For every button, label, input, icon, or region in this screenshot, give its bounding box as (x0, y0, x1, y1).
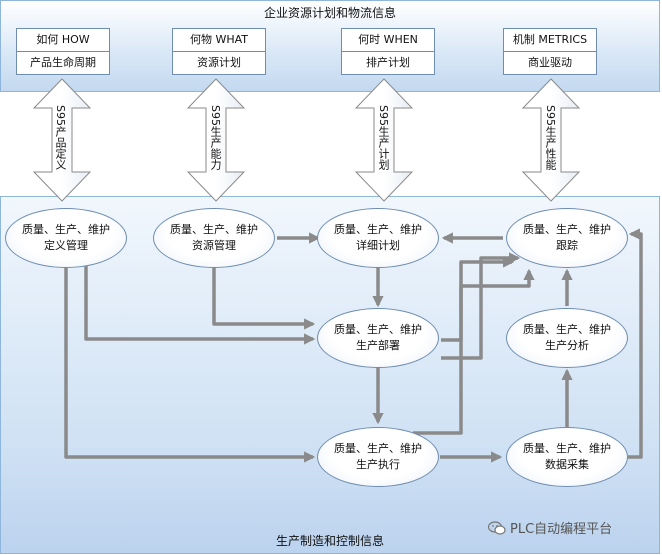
header-how-line2: 产品生命周期 (30, 56, 96, 69)
header-what-line1: 何物 WHAT (173, 29, 265, 52)
header-how-line1: 如何 HOW (17, 29, 109, 52)
node-exec-line1: 质量、生产、维护 (334, 442, 422, 455)
node-plan-line2: 详细计划 (356, 239, 400, 252)
node-deploy-line2: 生产部署 (356, 339, 400, 352)
node-production-dispatch: 质量、生产、维护 生产部署 (317, 308, 439, 368)
header-when-line1: 何时 WHEN (342, 29, 434, 52)
bottom-band-title: 生产制造和控制信息 (275, 534, 384, 548)
node-tracking: 质量、生产、维护 跟踪 (506, 208, 628, 268)
header-what-line2: 资源计划 (197, 56, 241, 69)
connector-definition-to-execution (64, 266, 316, 463)
node-track-line1: 质量、生产、维护 (523, 223, 611, 236)
node-track-line2: 跟踪 (556, 239, 578, 252)
node-resource-management: 质量、生产、维护 资源管理 (153, 208, 275, 268)
header-when-line2: 排产计划 (366, 56, 410, 69)
header-box-how: 如何 HOW 产品生命周期 (16, 28, 110, 75)
node-collect-line2: 数据采集 (545, 458, 589, 471)
header-box-when: 何时 WHEN 排产计划 (341, 28, 435, 75)
double-arrow-schedule (354, 78, 414, 202)
arrow-label-production-capability: S95生产能力 (209, 105, 222, 170)
header-metrics-line2: 商业驱动 (528, 56, 572, 69)
node-resource-line2: 资源管理 (192, 239, 236, 252)
double-arrow-performance (521, 78, 581, 202)
node-resource-line1: 质量、生产、维护 (170, 223, 258, 236)
connector-execution-to-track (413, 256, 515, 435)
double-arrow-definition (32, 78, 92, 202)
header-metrics-line1: 机制 METRICS (504, 29, 596, 52)
arrow-label-product-definition: S95产品定义 (54, 105, 67, 170)
wechat-icon (488, 520, 506, 535)
header-box-what: 何物 WHAT 资源计划 (172, 28, 266, 75)
node-collect-line1: 质量、生产、维护 (523, 442, 611, 455)
node-analysis-line2: 生产分析 (545, 339, 589, 352)
top-band-title: 企业资源计划和物流信息 (263, 6, 396, 20)
node-data-collection: 质量、生产、维护 数据采集 (506, 427, 628, 487)
watermark-text: PLC自动编程平台 (510, 522, 613, 537)
node-production-execution: 质量、生产、维护 生产执行 (317, 427, 439, 487)
arrow-label-production-performance: S95生产性能 (544, 105, 557, 170)
node-definition-management: 质量、生产、维护 定义管理 (5, 208, 127, 268)
node-detailed-scheduling: 质量、生产、维护 详细计划 (317, 208, 439, 268)
node-deploy-line1: 质量、生产、维护 (334, 323, 422, 336)
connector-collect-to-track (628, 228, 643, 459)
node-analysis-line1: 质量、生产、维护 (523, 323, 611, 336)
connector-definition-to-deploy (84, 266, 316, 345)
node-definition-line1: 质量、生产、维护 (22, 223, 110, 236)
double-arrow-capability (186, 78, 246, 202)
node-production-analysis: 质量、生产、维护 生产分析 (506, 308, 628, 368)
arrow-label-production-schedule: S95生产计划 (377, 105, 390, 170)
node-definition-line2: 定义管理 (44, 239, 88, 252)
watermark: PLC自动编程平台 (488, 518, 612, 537)
node-plan-line1: 质量、生产、维护 (334, 223, 422, 236)
header-box-metrics: 机制 METRICS 商业驱动 (503, 28, 597, 75)
connector-deploy-to-track-2 (441, 252, 521, 360)
node-exec-line2: 生产执行 (356, 458, 400, 471)
connector-resource-to-deploy (212, 266, 316, 330)
